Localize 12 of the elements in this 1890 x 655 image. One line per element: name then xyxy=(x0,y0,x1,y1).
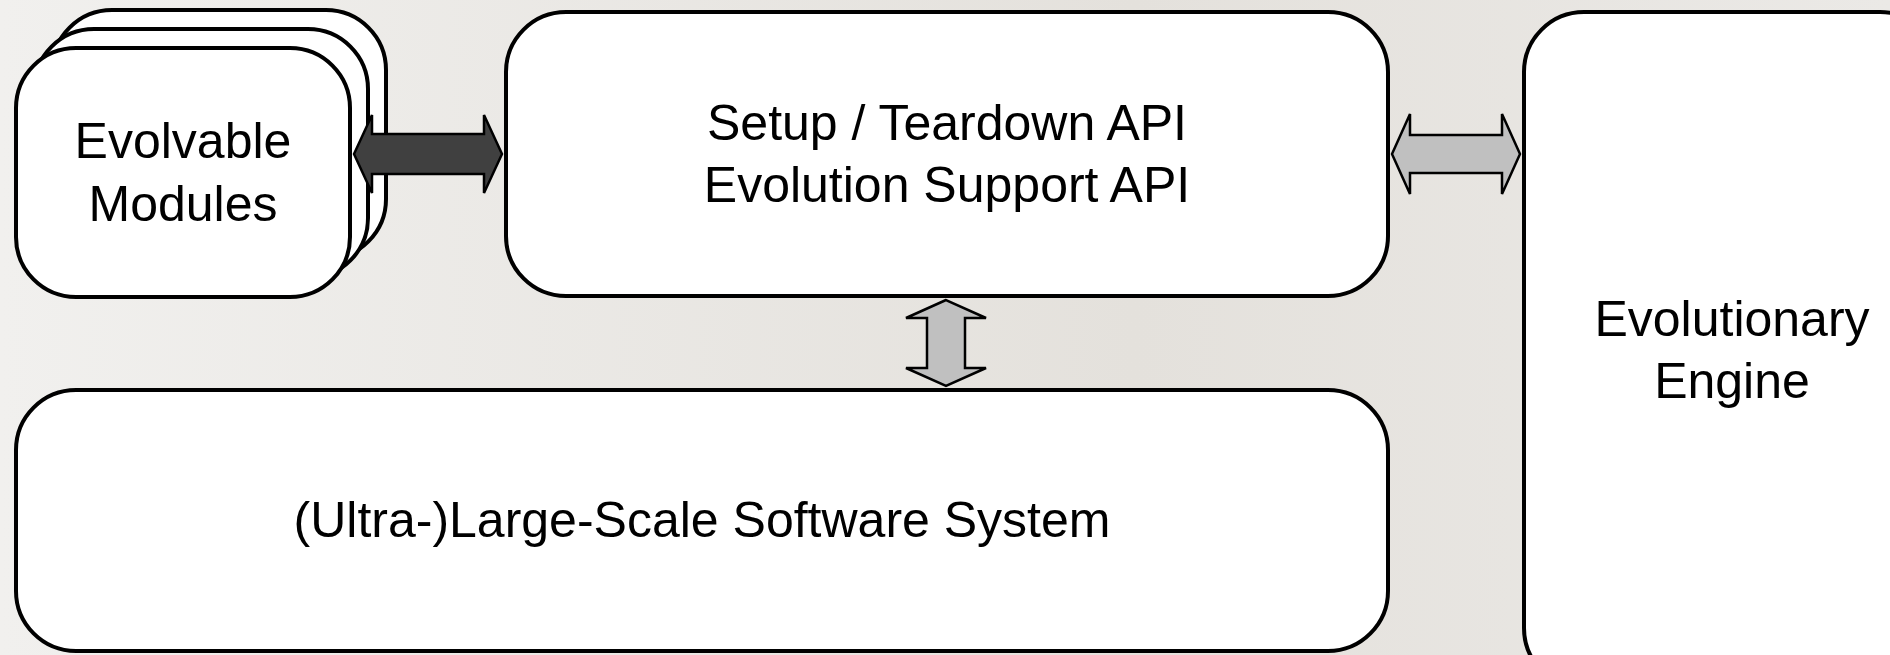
box-label: Evolutionary Engine xyxy=(1593,289,1871,411)
double-arrow xyxy=(1390,112,1522,196)
box-label: (Ultra-)Large-Scale Software System xyxy=(292,491,1112,551)
box-label: Setup / Teardown API xyxy=(706,93,1188,153)
process-box xyxy=(504,10,1390,298)
process-box xyxy=(14,46,352,299)
process-box xyxy=(14,388,1390,653)
double-arrow xyxy=(352,113,504,195)
box-label: Evolution Support API xyxy=(702,156,1192,215)
process-box xyxy=(1522,10,1890,655)
double-arrow xyxy=(904,298,988,388)
box-label: Evolvable Modules xyxy=(73,112,293,234)
